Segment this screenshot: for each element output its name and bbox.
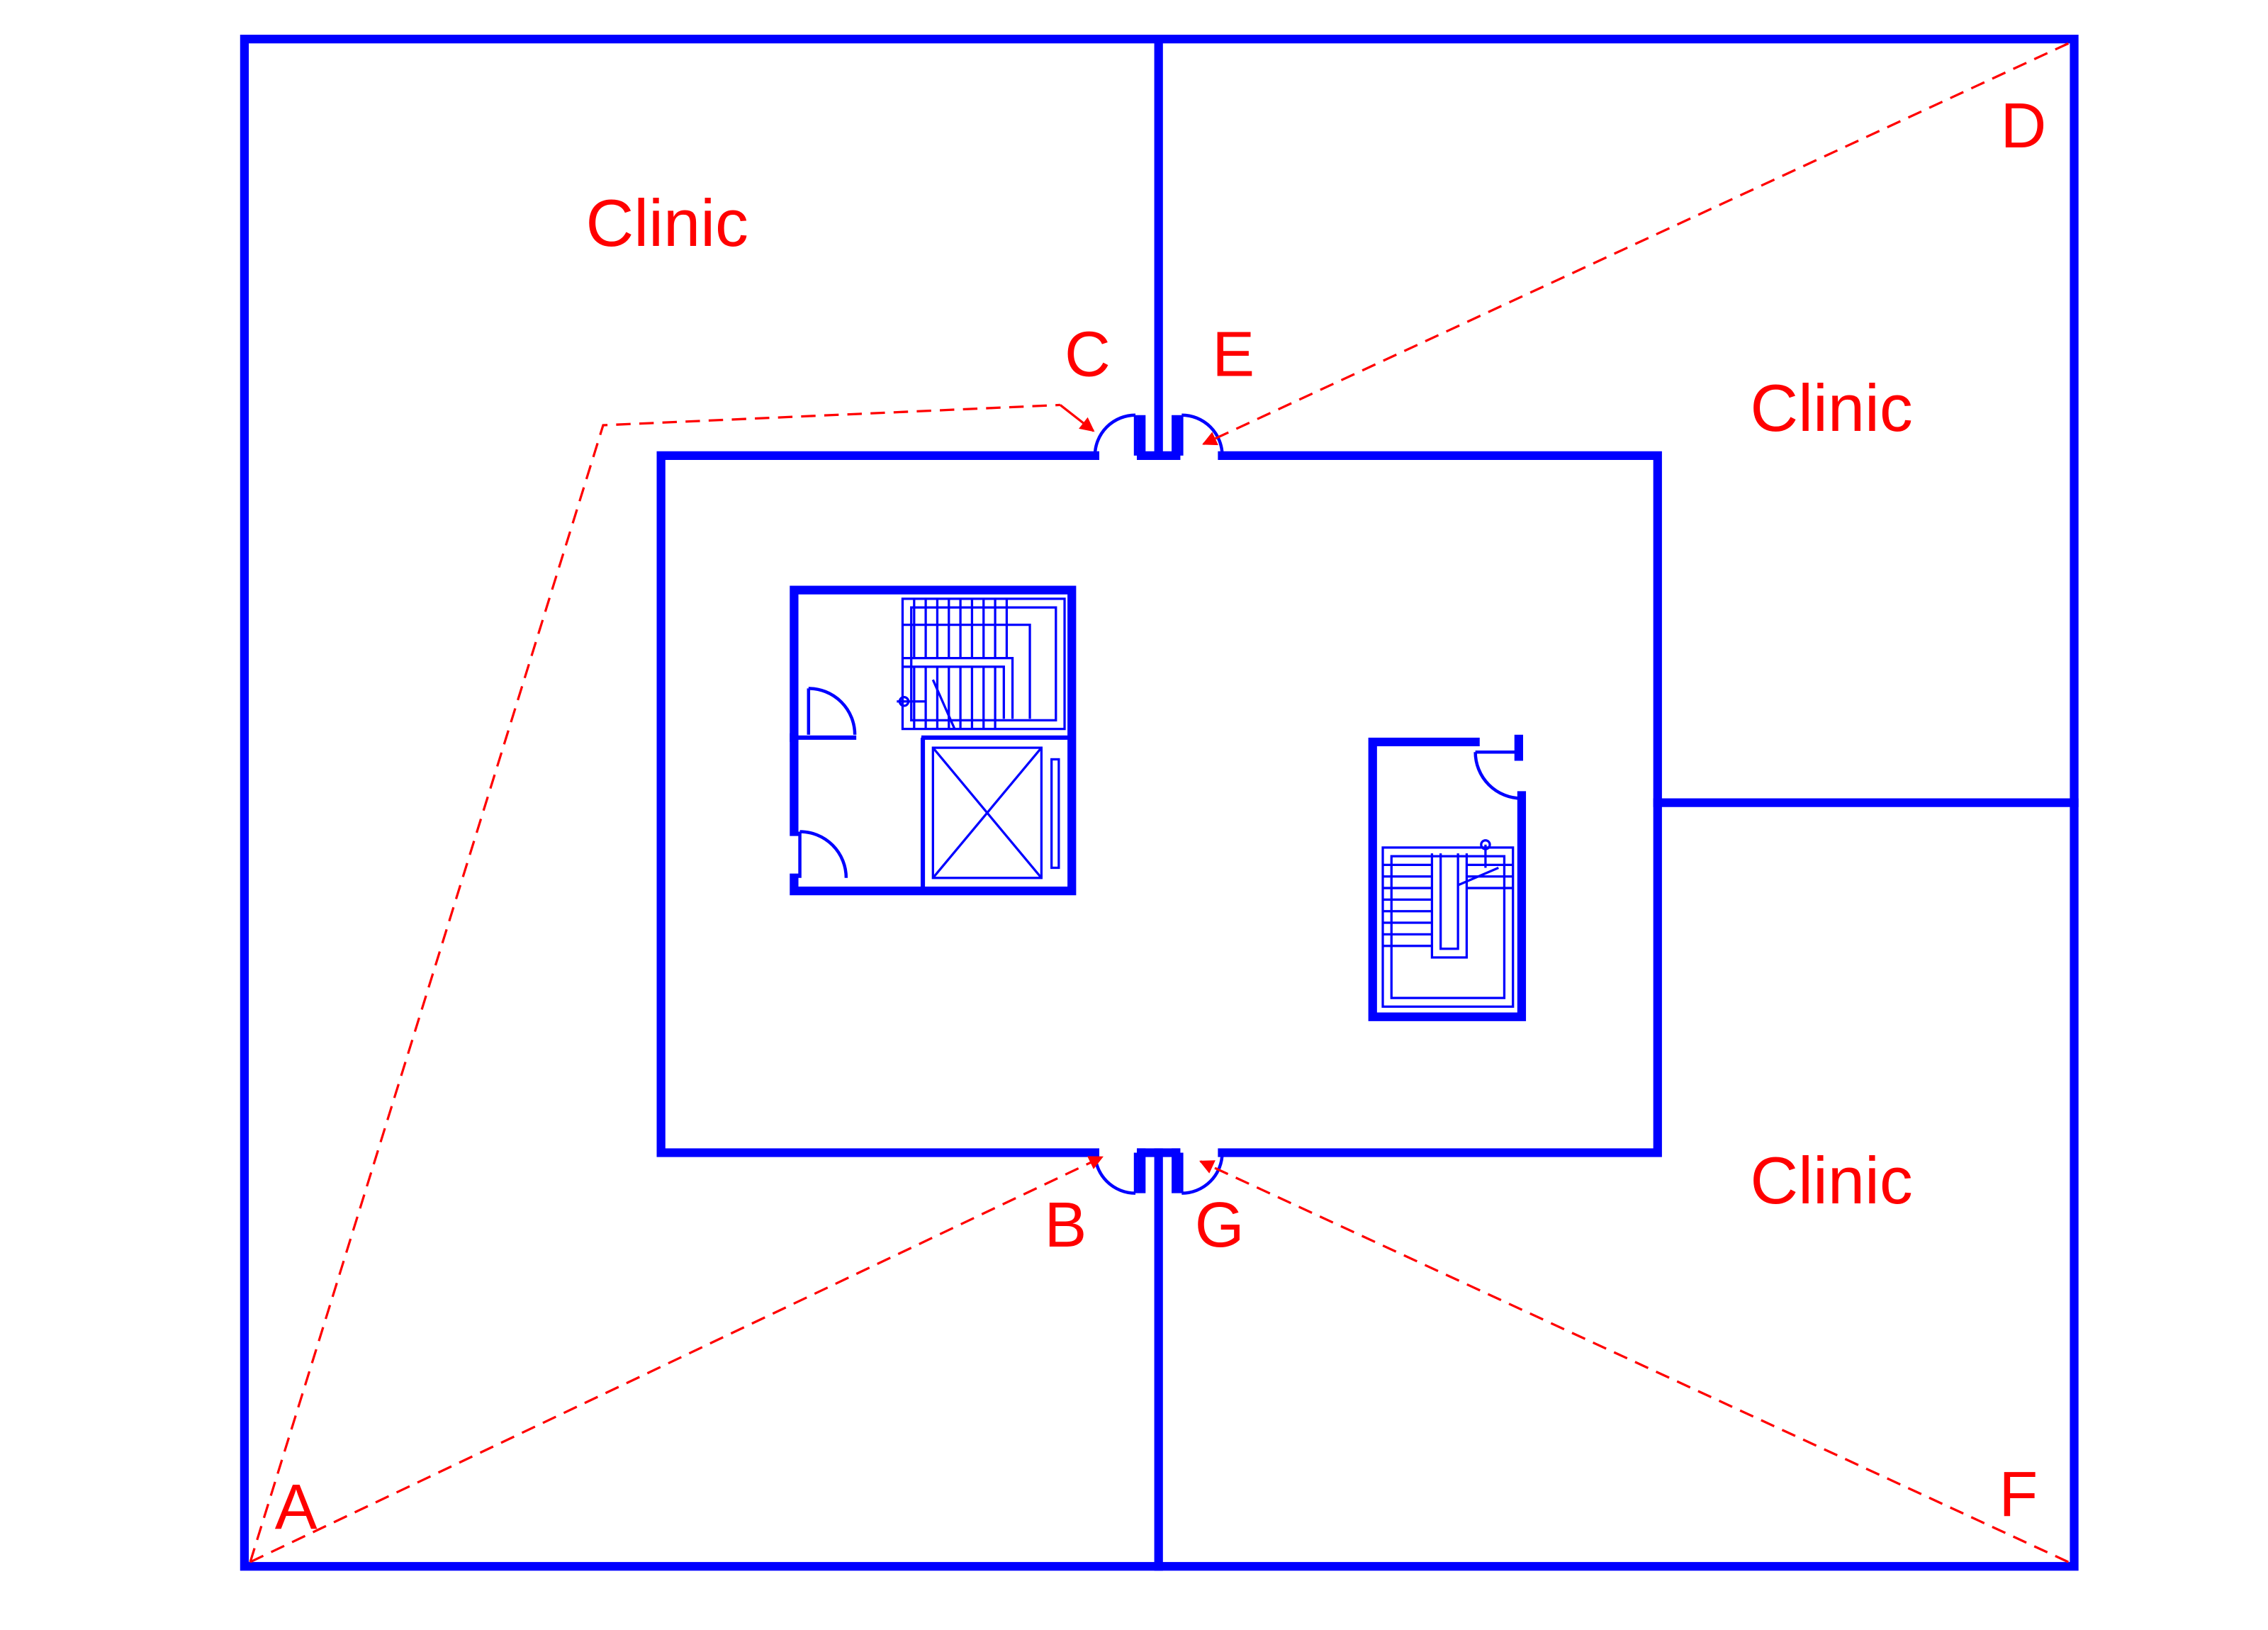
room-label-clinic-top-right: Clinic bbox=[1750, 371, 1912, 445]
elevator-icon bbox=[931, 746, 1060, 879]
point-label-g: G bbox=[1195, 1190, 1245, 1261]
room-label-clinic-top-left: Clinic bbox=[586, 186, 748, 260]
room-label-clinic-bottom-right: Clinic bbox=[1750, 1143, 1912, 1218]
point-label-f: F bbox=[1999, 1459, 2038, 1530]
door-swing-icon bbox=[1093, 413, 1224, 1195]
point-label-d: D bbox=[2000, 91, 2046, 162]
point-label-e: E bbox=[1212, 320, 1254, 390]
core-walls bbox=[656, 415, 1662, 1193]
staircase-icon bbox=[1368, 734, 1527, 1021]
staircase-icon bbox=[790, 585, 1077, 896]
outer-walls bbox=[240, 34, 2079, 1571]
point-label-b: B bbox=[1044, 1190, 1087, 1261]
point-label-c: C bbox=[1065, 320, 1111, 390]
point-label-a: A bbox=[275, 1472, 318, 1543]
dashed-route-arrow bbox=[249, 42, 2070, 1563]
